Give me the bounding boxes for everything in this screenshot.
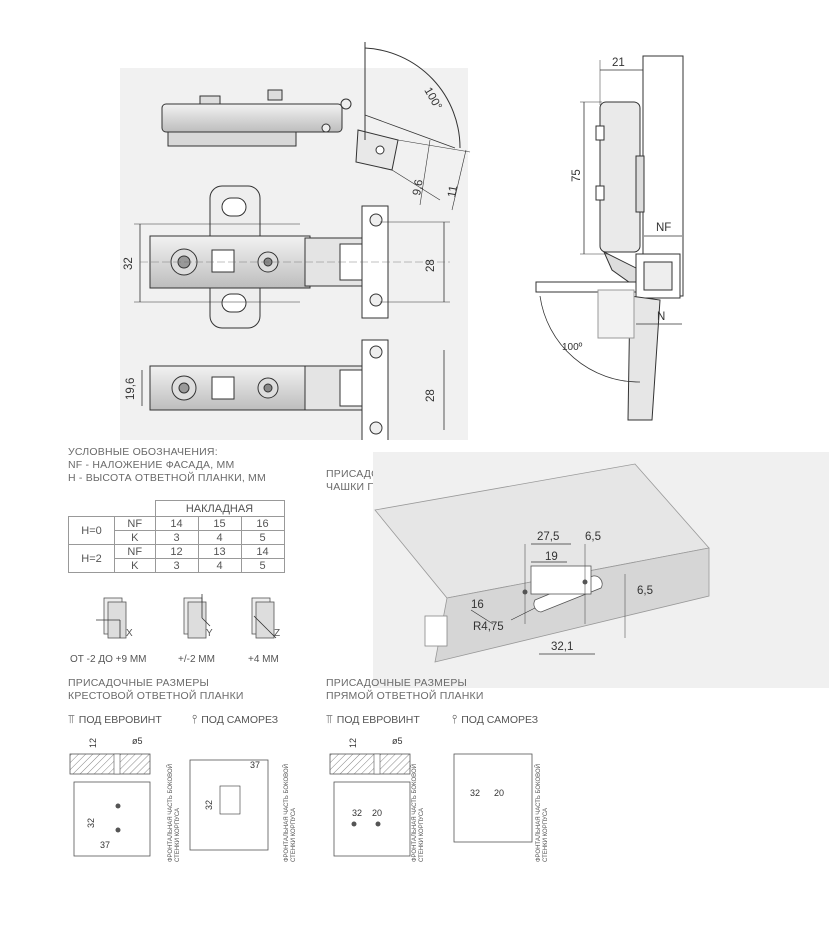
cross-euro-label: ПОД ЕВРОВИНТ bbox=[78, 713, 162, 726]
self-tap-screw-icon: ⫯ bbox=[452, 712, 458, 726]
straight-side-note-2: ФРОНТАЛЬНАЯ ЧАСТЬ БОКОВОЙ СТЕНКИ КОРПУСА bbox=[536, 764, 549, 862]
cross-dim-32b: 32 bbox=[204, 800, 214, 810]
table-cell: 5 bbox=[240, 558, 285, 573]
hinge-drawings: 100° 9,6 11 32 28 19, bbox=[120, 42, 684, 440]
dim-19-6: 19,6 bbox=[125, 378, 137, 400]
table-cell: 3 bbox=[154, 558, 199, 573]
dim-28-a: 28 bbox=[425, 259, 437, 272]
z-range: +4 ММ bbox=[248, 654, 279, 665]
dim-19: 19 bbox=[545, 551, 558, 563]
x-axis-label: X bbox=[126, 628, 133, 639]
legend-title: УСЛОВНЫЕ ОБОЗНАЧЕНИЯ: bbox=[68, 446, 218, 458]
cross-dim-d5: ø5 bbox=[132, 736, 143, 746]
dim-6-5-top: 6,5 bbox=[585, 531, 601, 543]
dim-9-6: 9,6 bbox=[411, 179, 426, 197]
cross-side-note-2: ФРОНТАЛЬНАЯ ЧАСТЬ БОКОВОЙ СТЕНКИ КОРПУСА bbox=[284, 764, 297, 862]
y-range: +/-2 ММ bbox=[178, 654, 215, 665]
hinge-top-view-straight bbox=[149, 339, 389, 440]
cross-euro-legend: ⫪ ПОД ЕВРОВИНТ bbox=[68, 712, 162, 727]
straight-screw-label: ПОД САМОРЕЗ bbox=[461, 713, 539, 726]
straight-dim-32: 32 bbox=[352, 808, 362, 818]
nf-label: NF bbox=[656, 222, 671, 234]
n-label: N bbox=[657, 311, 665, 323]
cross-dim-12: 12 bbox=[88, 738, 98, 748]
table-cell: 5 bbox=[240, 530, 285, 545]
dim-11: 11 bbox=[446, 185, 460, 199]
table-key: K bbox=[114, 530, 156, 545]
x-range: ОТ -2 ДО +9 ММ bbox=[70, 654, 147, 665]
table-group-h0: H=0 bbox=[68, 516, 115, 545]
straight-dim-20: 20 bbox=[372, 808, 382, 818]
straight-dim-12: 12 bbox=[348, 738, 358, 748]
euro-screw-icon: ⫪ bbox=[68, 712, 75, 726]
straight-plate-drawing: 12 ø5 32 20 32 20 bbox=[329, 736, 533, 857]
dim-28-b: 28 bbox=[425, 389, 437, 402]
table-cell: 3 bbox=[154, 530, 199, 545]
cross-side-note-1: ФРОНТАЛЬНАЯ ЧАСТЬ БОКОВОЙ СТЕНКИ КОРПУСА bbox=[168, 764, 181, 862]
table-header: НАКЛАДНАЯ bbox=[154, 500, 285, 517]
straight-euro-label: ПОД ЕВРОВИНТ bbox=[336, 713, 420, 726]
z-axis-label: Z bbox=[274, 628, 281, 639]
straight-plate-title: ПРИСАДОЧНЫЕ РАЗМЕРЫ ПРЯМОЙ ОТВЕТНОЙ ПЛАН… bbox=[326, 677, 484, 702]
table-key: K bbox=[114, 558, 156, 573]
cross-screw-label: ПОД САМОРЕЗ bbox=[201, 713, 279, 726]
cross-dim-37b: 37 bbox=[250, 760, 260, 770]
angle-100-side: 100º bbox=[562, 342, 583, 353]
dim-6-5-right: 6,5 bbox=[637, 585, 653, 597]
table-cell: 16 bbox=[240, 516, 285, 531]
cross-screw-legend: ⫯ ПОД САМОРЕЗ bbox=[192, 712, 278, 727]
dim-27-5: 27,5 bbox=[537, 531, 559, 543]
adjust-icons bbox=[96, 594, 277, 639]
hinge-side-view bbox=[161, 89, 399, 171]
table-cell: 4 bbox=[197, 558, 242, 573]
cabinet-section-view bbox=[535, 55, 684, 421]
table-cell: 14 bbox=[154, 516, 199, 531]
straight-side-note-1: ФРОНТАЛЬНАЯ ЧАСТЬ БОКОВОЙ СТЕНКИ КОРПУСА bbox=[412, 764, 425, 862]
dim-32-1: 32,1 bbox=[551, 641, 573, 653]
table-key: NF bbox=[114, 516, 156, 531]
cross-plate-drawing: 12 ø5 32 37 37 32 bbox=[69, 736, 269, 857]
dim-75: 75 bbox=[571, 169, 583, 182]
straight-dim-20b: 20 bbox=[494, 788, 504, 798]
dim-32: 32 bbox=[123, 257, 135, 270]
table-cell: 4 bbox=[197, 530, 242, 545]
table-group-h2: H=2 bbox=[68, 544, 115, 573]
straight-euro-legend: ⫪ ПОД ЕВРОВИНТ bbox=[326, 712, 420, 727]
cross-dim-37: 37 bbox=[100, 840, 110, 850]
straight-dim-d5: ø5 bbox=[392, 736, 403, 746]
cross-plate-title: ПРИСАДОЧНЫЕ РАЗМЕРЫ КРЕСТОВОЙ ОТВЕТНОЙ П… bbox=[68, 677, 244, 702]
table-cell: 13 bbox=[197, 544, 242, 559]
self-tap-screw-icon: ⫯ bbox=[192, 712, 198, 726]
dim-16: 16 bbox=[471, 599, 484, 611]
legend-line-h: Н - ВЫСОТА ОТВЕТНОЙ ПЛАНКИ, ММ bbox=[68, 472, 266, 484]
table-key: NF bbox=[114, 544, 156, 559]
overlay-table: НАКЛАДНАЯ H=0 NF 14 15 16 K 3 4 5 H=2 NF… bbox=[68, 500, 285, 573]
table-cell: 12 bbox=[154, 544, 199, 559]
straight-dim-32b: 32 bbox=[470, 788, 480, 798]
straight-screw-legend: ⫯ ПОД САМОРЕЗ bbox=[452, 712, 538, 727]
dim-r4-75: R4,75 bbox=[473, 621, 504, 633]
table-cell: 14 bbox=[240, 544, 285, 559]
dim-21: 21 bbox=[612, 57, 625, 69]
y-axis-label: Y bbox=[206, 628, 213, 639]
euro-screw-icon: ⫪ bbox=[326, 712, 333, 726]
legend: УСЛОВНЫЕ ОБОЗНАЧЕНИЯ: NF - НАЛОЖЕНИЕ ФАС… bbox=[68, 446, 266, 485]
cup-drilling-drawing: 27,5 6,5 19 16 6,5 R4,75 32,1 bbox=[373, 452, 829, 688]
legend-line-nf: NF - НАЛОЖЕНИЕ ФАСАДА, ММ bbox=[68, 459, 235, 471]
table-cell: 15 bbox=[197, 516, 242, 531]
cross-dim-32: 32 bbox=[86, 818, 96, 828]
